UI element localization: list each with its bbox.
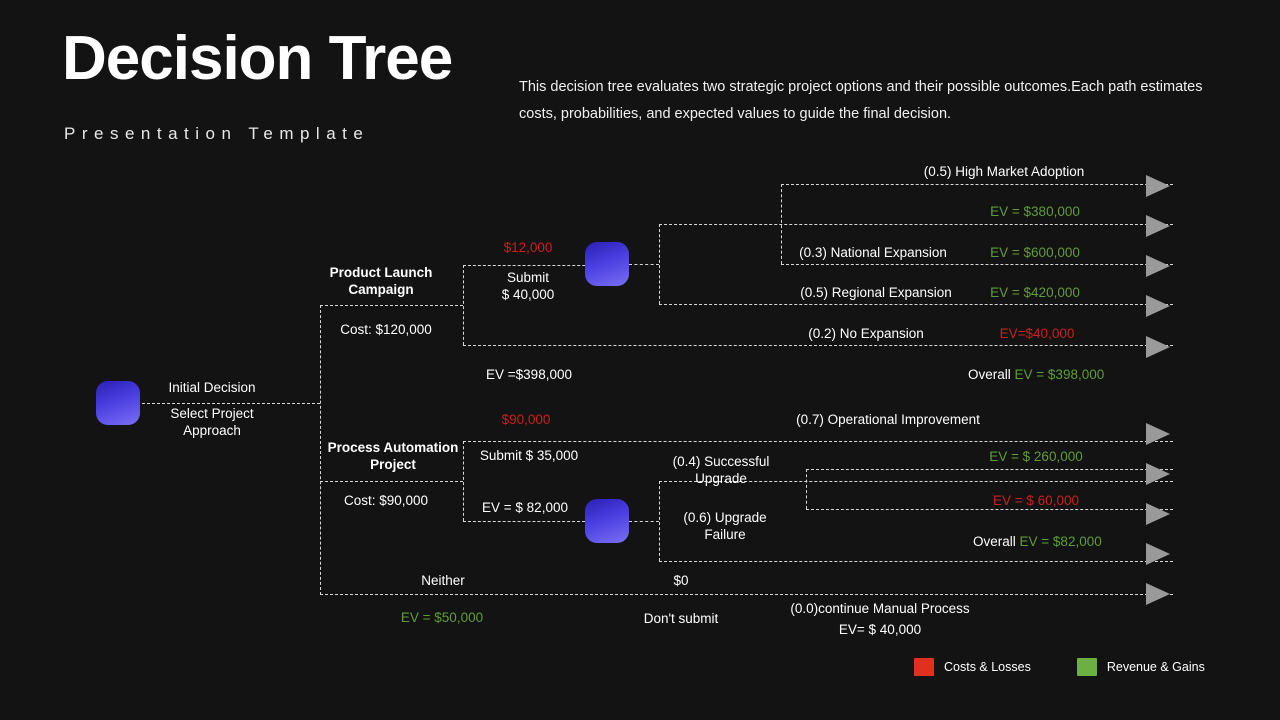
branch-1-action-line1: Submit [506, 270, 550, 285]
branch-2-node-connector [629, 521, 659, 522]
outcome-successful-upgrade-label: (0.4) Successful Upgrade [641, 454, 801, 488]
root-label-bottom-line2: Approach [183, 422, 241, 438]
branch-2-overall-prefix: Overall [973, 534, 1016, 549]
dont-submit-label: Don't submit [643, 611, 719, 626]
legend-item-revenue-gains: Revenue & Gains [1076, 658, 1205, 676]
outcome-upgrade-failure-line1: (0.6) Upgrade [683, 510, 767, 525]
branch-1-row2-line [659, 224, 1173, 225]
branch-product-launch-title: Product Launch Campaign [286, 265, 476, 299]
branch-1-overall-ev: Overall EV = $398,000 [968, 367, 1104, 382]
outcome-national-expansion-label: (0.3) National Expansion [799, 245, 947, 260]
branch-1-node-connector [629, 264, 659, 265]
manual-process-ev: EV= $ 40,000 [838, 622, 922, 637]
outcome-no-expansion-ev: EV=$40,000 [999, 326, 1075, 341]
branch-1-title-line1: Product Launch [329, 265, 433, 280]
arrow-ev-60000 [1146, 503, 1170, 525]
legend-item-costs-losses: Costs & Losses [914, 658, 1031, 676]
branch-2-title-line1: Process Automation [327, 440, 459, 455]
branch-2-submit-line [463, 521, 585, 522]
outcome-upgrade-failure-label: (0.6) Upgrade Failure [650, 510, 800, 544]
arrow-ev-380000 [1146, 215, 1170, 237]
arrow-high-market-adoption [1146, 175, 1170, 197]
branch-2-bracket-line [463, 441, 464, 521]
branch-1-top-line [320, 305, 463, 306]
branch-1-fee: $12,000 [503, 240, 553, 255]
root-connector-line [142, 403, 320, 404]
branch-2-fee: $90,000 [501, 412, 551, 427]
branch-2-chance-node[interactable] [585, 499, 629, 543]
branch-2-inner-bracket [806, 469, 807, 509]
branch-1-overall-prefix: Overall [968, 367, 1011, 382]
arrow-national-expansion [1146, 255, 1170, 277]
branch-1-regional-line [659, 304, 1173, 305]
outcome-upgrade-failure-line2: Failure [704, 526, 746, 542]
arrow-operational-improvement [1146, 423, 1170, 445]
branch-1-highadoption-line [781, 184, 1173, 185]
main-spine-line [320, 305, 321, 595]
branch-2-outer-bracket [659, 481, 660, 561]
outcome-operational-improvement-label: (0.7) Operational Improvement [796, 412, 980, 427]
branch-1-national-line [781, 264, 1173, 265]
branch-1-action: Submit $ 40,000 [458, 270, 598, 304]
branch-process-automation-title: Process Automation Project [288, 440, 498, 474]
arrow-neither [1146, 583, 1170, 605]
branch-1-action-line2: $ 40,000 [501, 286, 555, 302]
root-label-bottom: Select Project Approach [137, 406, 287, 440]
branch-2-overall-line [659, 561, 1173, 562]
page-subtitle: Presentation Template [64, 124, 370, 143]
branch-1-overall-ev-value: EV = $398,000 [1014, 367, 1105, 382]
branch-1-inner-bracket [781, 184, 782, 264]
branch-1-bracket-line [463, 265, 464, 345]
manual-process-label: (0.0)continue Manual Process [790, 601, 970, 616]
arrow-ev-260000 [1146, 463, 1170, 485]
legend: Costs & Losses Revenue & Gains [914, 658, 1205, 676]
outcome-high-market-adoption-ev: EV = $380,000 [990, 204, 1080, 219]
root-label-bottom-line1: Select Project [170, 406, 254, 421]
neither-ev: EV = $50,000 [400, 610, 484, 625]
outcome-regional-expansion-ev: EV = $420,000 [990, 285, 1080, 300]
outcome-national-expansion-ev: EV = $600,000 [990, 245, 1080, 260]
arrow-no-expansion [1146, 336, 1170, 358]
branch-2-overall-ev-value: EV = $82,000 [1019, 534, 1102, 549]
root-label-top: Initial Decision [168, 380, 256, 395]
arrow-branch-2-overall [1146, 543, 1170, 565]
outcome-successful-upgrade-line2: Upgrade [695, 470, 747, 486]
branch-1-title-line2: Campaign [348, 281, 414, 297]
branch-2-operational-line [463, 441, 1173, 442]
branch-1-noexpansion-line [463, 345, 1173, 346]
branch-2-title-line2: Project [370, 456, 416, 472]
branch-2-action: Submit $ 35,000 [479, 448, 579, 463]
branch-1-cost: Cost: $120,000 [340, 322, 432, 337]
page-title: Decision Tree [62, 24, 453, 93]
arrow-regional-expansion [1146, 295, 1170, 317]
page-description: This decision tree evaluates two strateg… [519, 79, 1203, 122]
branch-2-overall-ev: Overall EV = $82,000 [973, 534, 1102, 549]
outcome-successful-upgrade-line1: (0.4) Successful [672, 454, 770, 469]
branch-1-chance-node[interactable] [585, 242, 629, 286]
neither-label: Neither [421, 573, 465, 588]
root-decision-node[interactable] [96, 381, 140, 425]
branch-2-row-260000-line [806, 469, 1173, 470]
branch-1-ev: EV =$398,000 [486, 367, 572, 382]
branch-2-ev: EV = $ 82,000 [482, 500, 568, 515]
branch-1-outer-bracket [659, 224, 660, 304]
outcome-regional-expansion-label: (0.5) Regional Expansion [800, 285, 952, 300]
neither-amount: $0 [673, 573, 689, 588]
outcome-high-market-adoption-label: (0.5) High Market Adoption [923, 164, 1085, 179]
outcome-upgrade-failure-ev: EV = $ 60,000 [993, 493, 1079, 508]
branch-2-row-60000-line [806, 509, 1173, 510]
branch-2-successful-line [659, 481, 1173, 482]
legend-swatch-costs-losses [914, 658, 934, 676]
branch-2-top-line [320, 481, 463, 482]
outcome-no-expansion-label: (0.2) No Expansion [808, 326, 924, 341]
legend-label-revenue-gains: Revenue & Gains [1106, 660, 1205, 674]
legend-swatch-revenue-gains [1076, 658, 1097, 676]
branch-1-submit-line [463, 265, 610, 266]
legend-label-costs-losses: Costs & Losses [944, 660, 1031, 674]
branch-2-cost: Cost: $90,000 [343, 493, 429, 508]
outcome-successful-upgrade-ev: EV = $ 260,000 [989, 449, 1083, 464]
neither-line [320, 594, 1173, 595]
